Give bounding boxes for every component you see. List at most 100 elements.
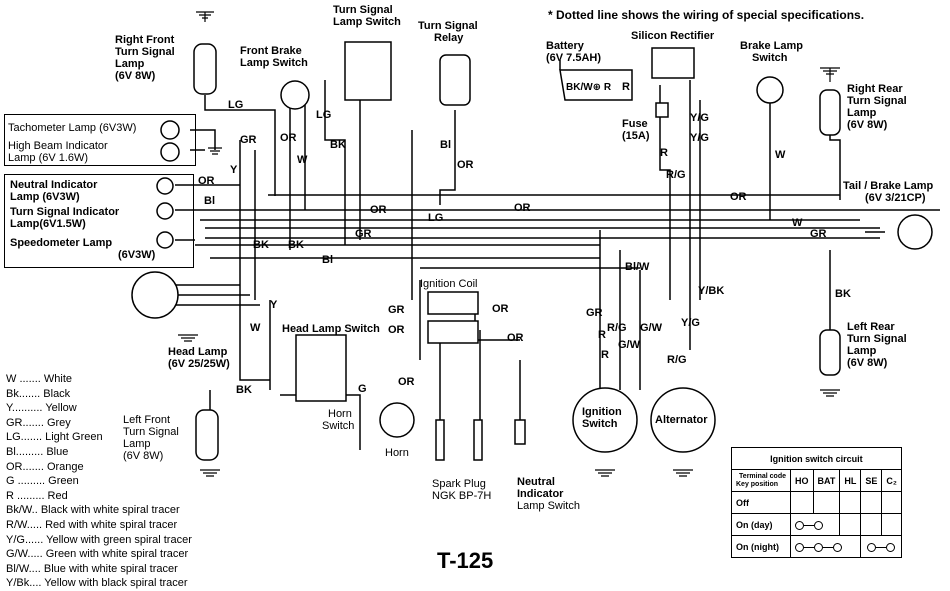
table-col-header: HL xyxy=(839,469,862,492)
wire-label: Y/G xyxy=(690,112,709,124)
wire-label: OR xyxy=(514,202,531,214)
tail-lamp-body xyxy=(897,214,933,250)
spark-plug-a xyxy=(435,419,445,461)
wire-label: BK xyxy=(236,384,252,396)
wire-label: W xyxy=(775,149,786,161)
wire-label: BK xyxy=(288,239,304,251)
table-col-header: C₂ xyxy=(881,469,902,492)
wire-label: GR xyxy=(240,134,257,146)
wire-label: OR xyxy=(370,204,387,216)
table-row-label: On (day) xyxy=(731,513,791,536)
table-row-label: Off xyxy=(731,491,791,514)
head-lamp-switch-label: Head Lamp Switch xyxy=(282,323,380,335)
silicon-rectifier-label: Silicon Rectifier xyxy=(631,30,715,42)
connection-ho-bat xyxy=(789,513,841,536)
legend-item: Y/Bk.... Yellow with black spiral tracer xyxy=(6,577,188,590)
legend-item: G/W..... Green with white spiral tracer xyxy=(6,548,189,561)
battery-symbol xyxy=(559,60,633,101)
legend-item: GR....... Grey xyxy=(6,416,71,429)
wire-label: R/G xyxy=(666,169,686,181)
head-lamp-label: Head Lamp(6V 25/25W) xyxy=(168,346,230,370)
left-rear-turn-lamp-body xyxy=(819,329,841,376)
wire-label: LG xyxy=(228,99,244,111)
wire-label: Y/G xyxy=(681,317,700,329)
head-lamp-body xyxy=(131,271,179,319)
ignition-switch-table: Ignition switch circuit Terminal code Ke… xyxy=(731,447,902,558)
ignition-coil-label: Ignition Coil xyxy=(420,278,478,290)
wire-label: R/G xyxy=(607,322,627,334)
turn-signal-switch-body xyxy=(344,41,392,101)
wire-label: GR xyxy=(810,228,827,240)
wire-label: OR xyxy=(398,376,415,388)
wire-label: OR xyxy=(457,159,474,171)
note: * Dotted line shows the wiring of specia… xyxy=(548,8,865,22)
wire-label: R/G xyxy=(667,354,687,366)
fuse-body xyxy=(655,102,669,118)
table-col-header: HO xyxy=(790,469,814,492)
table-title: Ignition switch circuit xyxy=(731,447,902,470)
wire-label: G/W xyxy=(640,322,662,334)
neutral-switch-body xyxy=(514,419,526,445)
wire-label: Y xyxy=(270,299,278,311)
wire-label: G xyxy=(358,383,367,395)
diagram-title: T-125 xyxy=(437,548,494,573)
neutral-lamp-socket xyxy=(156,177,174,195)
tachometer-panel xyxy=(4,114,196,166)
turn-indicator-lamp-socket xyxy=(156,202,174,220)
legend-item: R ......... Red xyxy=(6,489,68,502)
wire-label: G/W xyxy=(618,339,640,351)
wire-label: R xyxy=(660,147,668,159)
wire-label: OR xyxy=(198,175,215,187)
speedometer-lamp-socket xyxy=(156,231,174,249)
wire-label: BK xyxy=(253,239,269,251)
turn-signal-relay-body xyxy=(439,54,471,106)
table-col-header: SE xyxy=(860,469,883,492)
wire-label: R xyxy=(598,329,606,341)
table-corner: Terminal code Key position xyxy=(731,469,791,492)
connection-se-c2 xyxy=(860,535,902,558)
legend-item: Bk....... Black xyxy=(6,387,71,400)
tachometer-lamp-label: Tachometer Lamp (6V3W) xyxy=(8,122,137,134)
table-col-header: BAT xyxy=(812,469,841,492)
silicon-rectifier-body xyxy=(651,47,695,79)
wire-label: R xyxy=(622,81,630,93)
left-front-turn-lamp-body xyxy=(195,409,219,461)
wire-label: OR xyxy=(507,332,524,344)
wire-label: Bl xyxy=(440,139,451,151)
wire-label: BK xyxy=(330,139,346,151)
tail-lamp-label: Tail / Brake Lamp(6V 3/21CP) xyxy=(843,180,934,204)
wire-label: W xyxy=(250,322,261,334)
horn-label: Horn xyxy=(385,447,409,459)
wire-label: LG xyxy=(316,109,332,121)
wire-label: Y/G xyxy=(690,132,709,144)
tachometer-lamp-socket xyxy=(160,120,180,140)
legend-item: Bk/W.. Black with white spiral tracer xyxy=(6,504,180,517)
fuse-label: Fuse(15A) xyxy=(622,118,650,142)
wire-label: BK xyxy=(835,288,851,300)
ignition-coil-lower xyxy=(427,320,479,344)
high-beam-lamp-socket xyxy=(160,142,180,162)
front-brake-switch-body xyxy=(280,80,310,110)
legend-item: Y.......... Yellow xyxy=(6,402,77,415)
connection-ho-bat-hl xyxy=(789,535,862,558)
battery-label: Battery(6V 7.5AH) xyxy=(546,40,602,64)
wire-label: GR xyxy=(586,307,603,319)
wire-label: OR xyxy=(730,191,747,203)
alternator-label: Alternator xyxy=(655,414,708,426)
wire-label: Bl/W xyxy=(625,261,650,273)
speedometer-lamp-label: Speedometer Lamp(6V3W) xyxy=(10,237,156,261)
table-row-label: On (night) xyxy=(731,535,791,558)
wire-label: R xyxy=(601,349,609,361)
alternator-body xyxy=(650,387,716,453)
brake-lamp-switch-body xyxy=(756,76,784,104)
